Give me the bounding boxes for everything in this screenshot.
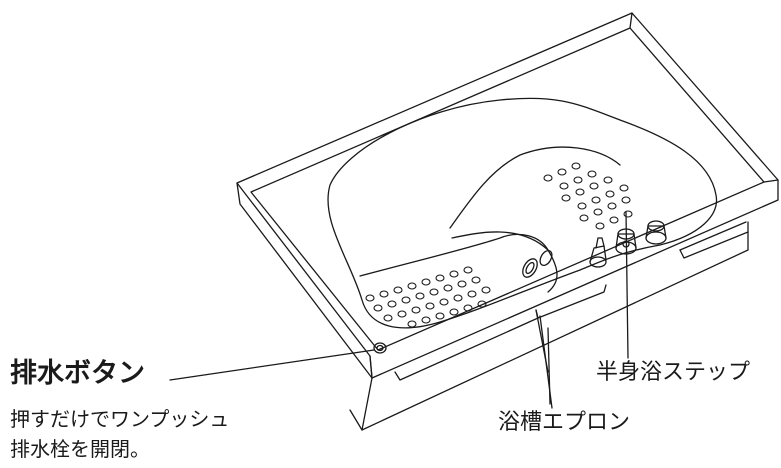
grip-dots-floor (365, 266, 491, 328)
bath-apron-label: 浴槽エプロン (498, 410, 631, 435)
tub-rim (236, 12, 779, 379)
grip-dots-step (543, 162, 633, 230)
half-bath-step-label: 半身浴ステップ (596, 360, 751, 385)
tub-apron (349, 221, 749, 431)
drain-button-title: 排水ボタン (10, 358, 145, 389)
faucet-knob-left (589, 237, 607, 268)
leader-lines (169, 211, 629, 405)
tub-basin (327, 97, 718, 329)
drain-button-description: 押すだけでワンプッシュ 排水栓を開閉。 (10, 407, 230, 461)
drain-button (373, 342, 387, 354)
faucet-knob-right (645, 220, 667, 245)
jet-nozzle (522, 249, 553, 278)
